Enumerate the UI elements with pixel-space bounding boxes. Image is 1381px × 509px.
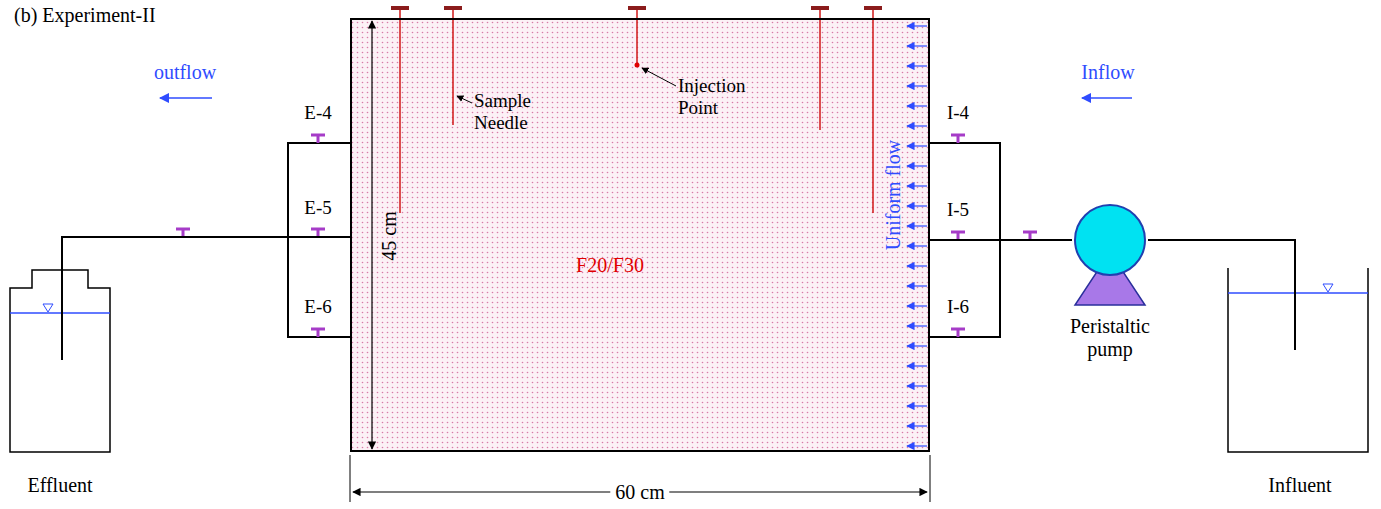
water-level-symbol <box>1323 284 1333 292</box>
extension-line <box>350 455 351 502</box>
leader-arrow <box>457 96 472 103</box>
flow-arrow <box>907 85 927 86</box>
flow-label: outflow <box>154 61 216 84</box>
sample-needles <box>400 8 873 213</box>
flow-arrow <box>907 445 927 446</box>
sand-tank: F20/F30 <box>350 18 930 452</box>
flow-arrow <box>907 305 927 306</box>
flow-arrow <box>907 145 927 146</box>
leader-arrow <box>642 68 676 86</box>
porous-medium-fill <box>350 18 930 452</box>
needle-caps <box>391 6 882 10</box>
needle-cap <box>391 6 409 10</box>
valve <box>951 329 965 337</box>
flow-arrow <box>907 425 927 426</box>
uniform-flow-arrows <box>907 26 927 446</box>
flow-arrow <box>907 285 927 286</box>
needle-cap <box>444 6 462 10</box>
node-outline <box>1072 202 1148 308</box>
flow-arrow <box>907 345 927 346</box>
pipe <box>1148 240 1295 268</box>
node-outline <box>1228 268 1368 452</box>
outflow-arrow <box>160 97 212 99</box>
effluent-bottle: Effluent <box>10 270 110 452</box>
flow-arrow <box>907 185 927 186</box>
tube <box>1294 268 1296 350</box>
water-level <box>1228 292 1368 294</box>
valve-label: I-4 <box>947 102 969 124</box>
valve-label: E-5 <box>304 197 331 219</box>
peristaltic-pump: Peristaltic pump <box>1072 202 1148 308</box>
sample-needle <box>819 8 821 130</box>
panel-title: (b) Experiment-II <box>14 4 156 27</box>
flow-arrow <box>907 165 927 166</box>
valve-label: I-6 <box>947 296 969 318</box>
injection-point <box>635 63 640 68</box>
callout-label: Sample Needle <box>474 90 546 134</box>
flow-arrow <box>907 65 927 66</box>
flow-arrow <box>907 365 927 366</box>
valve <box>176 229 190 237</box>
injection-needle <box>636 8 638 65</box>
valve <box>311 135 325 143</box>
bottle-outline <box>10 270 110 452</box>
node-label: Influent <box>1268 474 1331 497</box>
pump-head <box>1075 205 1145 275</box>
sample-needle <box>452 8 454 125</box>
influent-tank: Influent <box>1228 268 1368 452</box>
dimension-label: 60 cm <box>610 481 669 504</box>
flow-arrow <box>907 265 927 266</box>
flow-arrow <box>907 125 927 126</box>
flow-arrow <box>907 205 927 206</box>
water-level <box>10 312 110 314</box>
valve <box>951 232 965 240</box>
pipe <box>62 237 350 270</box>
flow-arrow <box>907 105 927 106</box>
needle-cap <box>864 6 882 10</box>
dimension-label: 45 cm <box>378 211 401 260</box>
tube <box>61 270 63 360</box>
valve-label: E-4 <box>304 102 331 124</box>
valve <box>951 135 965 143</box>
valve <box>311 329 325 337</box>
flow-label: Uniform flow <box>882 140 905 251</box>
valve-label: E-6 <box>304 296 331 318</box>
flow-arrow <box>907 325 927 326</box>
flow-arrow <box>907 245 927 246</box>
flow-label: Inflow <box>1081 61 1134 84</box>
node-label: Effluent <box>27 474 92 497</box>
water-level-symbol <box>43 304 53 312</box>
node-label: Peristaltic pump <box>1051 315 1169 361</box>
flow-arrow <box>907 45 927 46</box>
flow-arrow <box>907 385 927 386</box>
dimension-line <box>371 21 372 449</box>
callout-label: Injection Point <box>678 75 762 119</box>
valve <box>311 229 325 237</box>
flow-arrow <box>907 225 927 226</box>
pipe <box>930 239 1072 241</box>
node-outline <box>10 270 110 452</box>
valve-label: I-5 <box>947 199 969 221</box>
inflow-arrow <box>1082 97 1132 99</box>
extension-line <box>930 455 931 502</box>
flow-arrow <box>907 25 927 26</box>
effluent-manifold <box>288 143 350 337</box>
node-label: F20/F30 <box>576 254 644 277</box>
valve <box>1023 232 1037 240</box>
needle-cap <box>811 6 829 10</box>
flow-arrow <box>907 405 927 406</box>
tank-outline <box>1228 268 1368 452</box>
sample-needle <box>872 8 874 213</box>
sample-needle <box>399 8 401 213</box>
needle-cap <box>628 6 646 10</box>
